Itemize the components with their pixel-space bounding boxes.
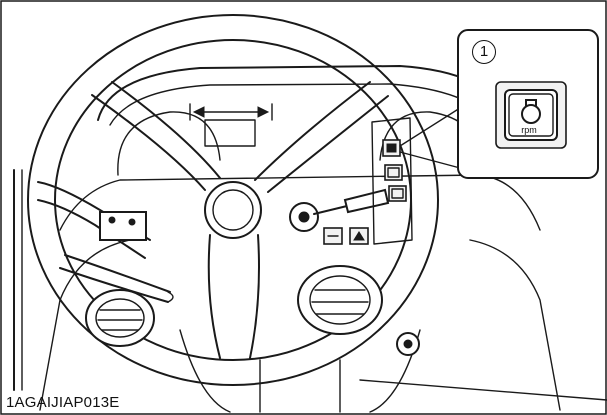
hazard-icon — [353, 231, 365, 241]
spoke-lower-right — [249, 234, 260, 359]
spoke-upper-left-b — [111, 81, 221, 179]
right-air-vent-inner — [309, 275, 371, 325]
ignition-key-head — [343, 188, 390, 214]
switch-3 — [388, 185, 407, 202]
left-turn-arrow-icon — [192, 106, 205, 118]
callout-leader-lower — [399, 151, 461, 169]
callout-number: 1 — [472, 40, 496, 64]
figure-caption: 1AGAIJIAP013E — [6, 394, 120, 411]
dash-top-edge — [59, 174, 541, 231]
ignition-key-slot — [298, 211, 310, 223]
throttle-rod-upper — [64, 254, 171, 293]
switch-3-face — [391, 188, 404, 199]
left-lever-lower — [37, 199, 146, 259]
column-left — [179, 329, 231, 413]
throttle-rod-end — [167, 291, 174, 303]
left-lever-bracket — [99, 211, 147, 241]
bolt-2 — [128, 218, 136, 226]
steering-wheel-rim-outer — [27, 14, 439, 386]
spoke-lower-left — [207, 234, 221, 359]
left-gauge-outline — [117, 111, 221, 176]
callout-leader-upper — [399, 107, 461, 147]
left-lever-upper — [37, 181, 151, 241]
spoke-upper-right-b — [267, 95, 389, 193]
bolt-1 — [108, 216, 116, 224]
switch-2-face — [387, 167, 400, 178]
throttle-rod-lower — [59, 267, 169, 303]
switch-panel — [371, 117, 413, 245]
rpm-switch-small-face — [386, 143, 397, 153]
cluster-hood-inner — [109, 83, 496, 126]
side-knob-center — [403, 339, 413, 349]
dash-left-edge — [39, 239, 131, 411]
dash-right-edge — [469, 239, 561, 411]
center-display — [204, 119, 256, 147]
rpm-switch-label: rpm — [521, 125, 537, 135]
switch-2 — [384, 164, 403, 181]
floor-line — [359, 379, 607, 401]
left-air-vent-inner — [95, 298, 145, 338]
spoke-upper-right-a — [254, 81, 371, 181]
rpm-switch-inner — [508, 93, 554, 137]
right-turn-arrow-icon — [257, 106, 270, 118]
steering-hub-cap — [212, 189, 254, 231]
rpm-dual-mode-switch-icon — [521, 99, 541, 124]
spoke-upper-left-a — [91, 94, 206, 191]
